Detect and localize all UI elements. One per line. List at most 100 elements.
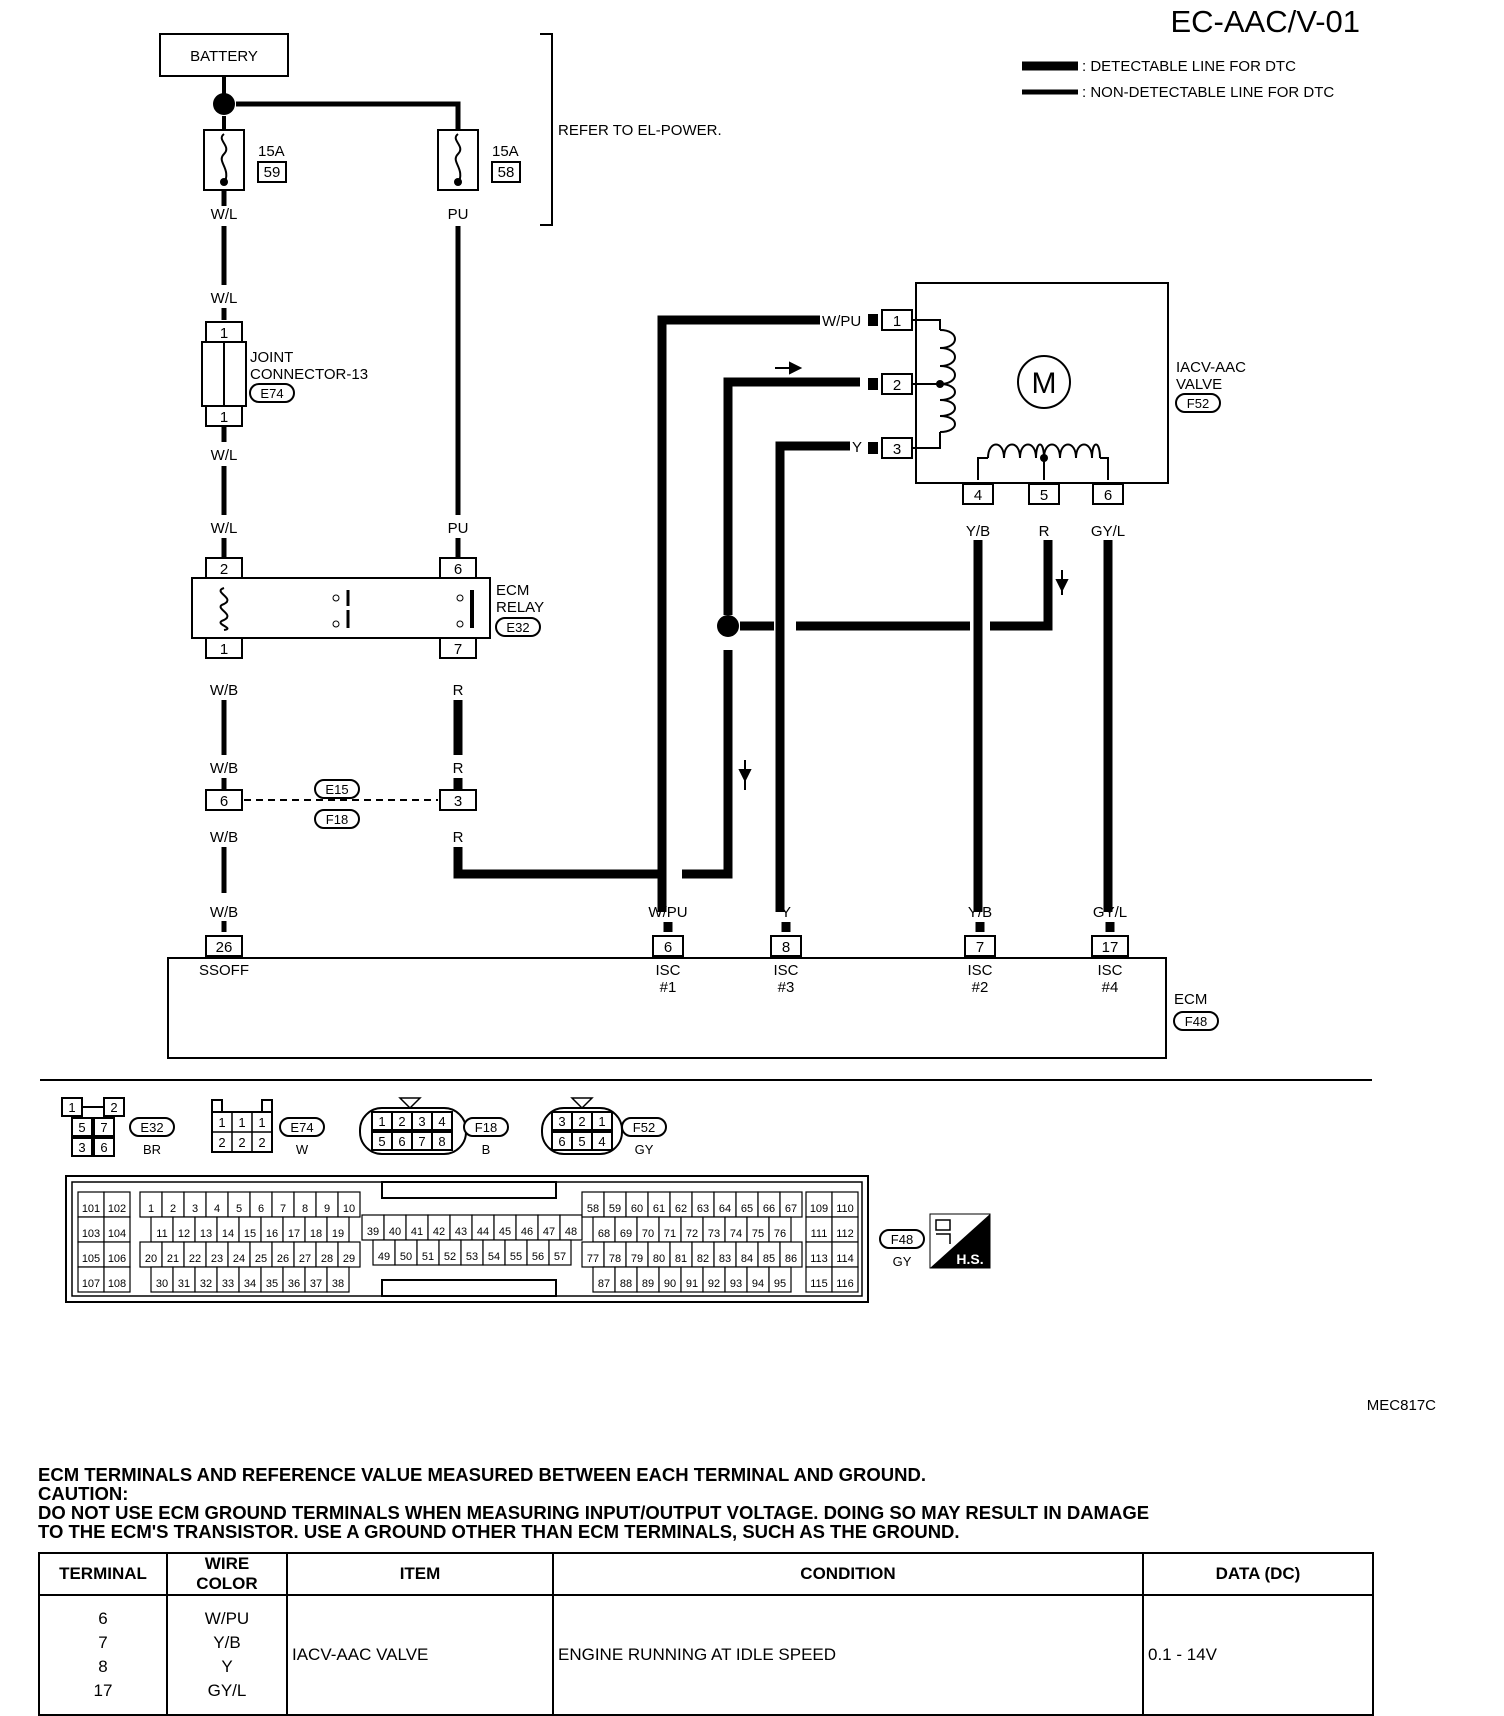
f48-pin-label: 48 bbox=[565, 1226, 577, 1238]
svg-text:5: 5 bbox=[378, 1134, 385, 1149]
f48-pin-label: 103 bbox=[82, 1228, 100, 1240]
svg-text:26: 26 bbox=[216, 939, 233, 956]
f48-pin-label: 9 bbox=[324, 1203, 330, 1215]
f48-pin-label: 1 bbox=[148, 1203, 154, 1215]
f48-pin-label: 63 bbox=[697, 1203, 709, 1215]
svg-text:#1: #1 bbox=[660, 979, 677, 996]
data-cell: 0.1 - 14V bbox=[1142, 1594, 1374, 1716]
f48-pin-label: 52 bbox=[444, 1251, 456, 1263]
f48-pin-cell bbox=[768, 1266, 792, 1293]
svg-text:#2: #2 bbox=[972, 979, 989, 996]
svg-text:15A: 15A bbox=[492, 143, 519, 160]
f48-pin-label: 15 bbox=[244, 1228, 256, 1240]
svg-text:Y/B: Y/B bbox=[966, 523, 990, 540]
svg-text:4: 4 bbox=[438, 1114, 445, 1129]
f48-pin-label: 80 bbox=[653, 1253, 665, 1265]
svg-text:BR: BR bbox=[143, 1142, 161, 1157]
svg-text:2: 2 bbox=[578, 1114, 585, 1129]
connector-f52-view: 3 2 1 6 5 4 F52 GY bbox=[541, 1097, 667, 1157]
svg-text:2: 2 bbox=[258, 1135, 265, 1150]
f48-pin-label: 115 bbox=[810, 1278, 828, 1290]
f48-pin-label: 93 bbox=[730, 1278, 742, 1290]
f48-pin-label: 11 bbox=[156, 1228, 167, 1240]
svg-text:ISC: ISC bbox=[967, 962, 992, 979]
f48-pin-label: 8 bbox=[302, 1203, 308, 1215]
item-cell: IACV-AAC VALVE bbox=[286, 1594, 554, 1716]
f48-pin-label: 21 bbox=[167, 1253, 179, 1265]
svg-text:R: R bbox=[1039, 523, 1050, 540]
f48-pin-label: 77 bbox=[587, 1253, 599, 1265]
svg-text:4: 4 bbox=[974, 487, 982, 504]
svg-text:F18: F18 bbox=[475, 1120, 497, 1135]
f48-pin-label: 51 bbox=[422, 1251, 434, 1263]
svg-text:1: 1 bbox=[220, 325, 228, 342]
notes-line-1: ECM TERMINALS AND REFERENCE VALUE MEASUR… bbox=[38, 1464, 927, 1485]
svg-text:GY: GY bbox=[893, 1254, 912, 1269]
svg-text:3: 3 bbox=[893, 441, 901, 458]
f48-pin-label: 116 bbox=[836, 1278, 854, 1290]
svg-text:6: 6 bbox=[454, 561, 462, 578]
f48-pin-label: 71 bbox=[664, 1228, 676, 1240]
svg-text:1: 1 bbox=[220, 409, 228, 426]
svg-text:F48: F48 bbox=[891, 1232, 913, 1247]
svg-text:ISC: ISC bbox=[773, 962, 798, 979]
battery-label: BATTERY bbox=[190, 48, 258, 65]
flow-arrow-up bbox=[738, 760, 752, 790]
f48-pin-label: 29 bbox=[343, 1253, 355, 1265]
figure-code: MEC817C bbox=[1367, 1397, 1436, 1414]
f48-pin-label: 26 bbox=[277, 1253, 289, 1265]
svg-text:GY/L: GY/L bbox=[1093, 904, 1127, 921]
connector-f18-view: 1 2 3 4 5 6 7 8 F18 B bbox=[359, 1097, 509, 1157]
svg-text:M: M bbox=[1032, 367, 1057, 400]
f48-pin-label: 76 bbox=[774, 1228, 786, 1240]
f48-pin-label: 114 bbox=[836, 1253, 854, 1265]
f48-pin-cell bbox=[103, 1191, 131, 1218]
fuse-58: 15A 58 PU bbox=[437, 129, 521, 223]
svg-text:2: 2 bbox=[218, 1135, 225, 1150]
condition-cell: ENGINE RUNNING AT IDLE SPEED bbox=[552, 1594, 1144, 1716]
f48-pin-label: 60 bbox=[631, 1203, 643, 1215]
f48-pin-label: 40 bbox=[389, 1226, 401, 1238]
f48-pin-label: 44 bbox=[477, 1226, 489, 1238]
svg-text:2: 2 bbox=[220, 561, 228, 578]
svg-text:W/B: W/B bbox=[210, 760, 238, 777]
f48-pin-label: 35 bbox=[266, 1278, 278, 1290]
table-row: 6 7 8 17 W/PU Y/B Y GY/L IACV-AAC VALVE … bbox=[38, 1594, 1374, 1716]
svg-text:58: 58 bbox=[498, 164, 515, 181]
wire-color-cell: W/PU Y/B Y GY/L bbox=[166, 1594, 288, 1716]
f48-pin-label: 81 bbox=[675, 1253, 687, 1265]
notes-line-4: TO THE ECM'S TRANSISTOR. USE A GROUND OT… bbox=[38, 1521, 960, 1542]
svg-text:5: 5 bbox=[78, 1120, 85, 1135]
f48-pin-label: 65 bbox=[741, 1203, 753, 1215]
f48-pin-label: 24 bbox=[233, 1253, 245, 1265]
svg-text:2: 2 bbox=[110, 1100, 117, 1115]
svg-text:IACV-AAC: IACV-AAC bbox=[1176, 359, 1246, 376]
f48-pin-label: 19 bbox=[332, 1228, 344, 1240]
f48-pin-cell bbox=[831, 1266, 859, 1293]
f48-pin-label: 27 bbox=[299, 1253, 311, 1265]
f48-pin-cell bbox=[548, 1239, 572, 1266]
header-wire-color: WIRE COLOR bbox=[166, 1552, 288, 1596]
harness-connector-e15-f18: 6 3 E15 F18 bbox=[205, 779, 477, 829]
battery-junction-dot bbox=[213, 93, 235, 115]
svg-text:1: 1 bbox=[598, 1114, 605, 1129]
svg-text:F18: F18 bbox=[326, 812, 348, 827]
diagram-title: EC-AAC/V-01 bbox=[1170, 4, 1360, 39]
svg-text:8: 8 bbox=[438, 1134, 445, 1149]
svg-text:5: 5 bbox=[578, 1134, 585, 1149]
f48-pin-label: 67 bbox=[785, 1203, 797, 1215]
svg-text:15A: 15A bbox=[258, 143, 285, 160]
svg-text:7: 7 bbox=[418, 1134, 425, 1149]
svg-text:JOINT: JOINT bbox=[250, 349, 293, 366]
f48-pin-label: 22 bbox=[189, 1253, 201, 1265]
f48-pin-label: 105 bbox=[82, 1253, 100, 1265]
notes-line-2: CAUTION: bbox=[38, 1483, 129, 1504]
f48-pin-label: 33 bbox=[222, 1278, 234, 1290]
f48-pin-label: 84 bbox=[741, 1253, 753, 1265]
svg-text:CONNECTOR-13: CONNECTOR-13 bbox=[250, 366, 368, 383]
refer-el-power: REFER TO EL-POWER. bbox=[558, 122, 722, 139]
f48-pin-label: 55 bbox=[510, 1251, 522, 1263]
f48-pin-label: 94 bbox=[752, 1278, 764, 1290]
